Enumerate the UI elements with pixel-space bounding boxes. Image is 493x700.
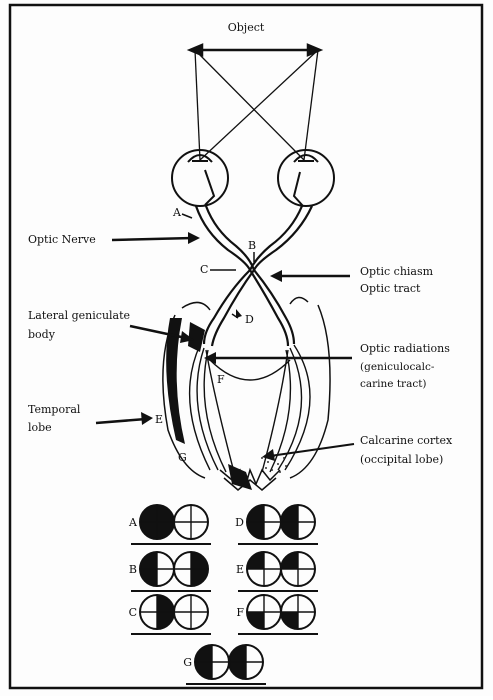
lateral-geniculate-body <box>188 322 205 352</box>
field-defect-letter: C <box>129 606 137 619</box>
optic-radiations-label-2: (geniculocalc- <box>360 361 435 373</box>
object-arrow <box>190 45 320 55</box>
temporal-lobe-arrow <box>96 412 153 425</box>
right-eye <box>278 150 334 206</box>
lesion-letter-f: F <box>217 373 225 386</box>
optic-chiasm-arrow <box>270 270 350 282</box>
lesion-letter-e: E <box>155 413 163 426</box>
field-defect-letter: A <box>128 516 138 529</box>
field-defect-letter: F <box>236 606 244 619</box>
lesion-letter-d: D <box>245 313 254 326</box>
optic-radiations-label-1: Optic radiations <box>360 342 450 355</box>
lateral-geniculate-label-1: Lateral geniculate <box>28 309 130 322</box>
lateral-geniculate-label-2: body <box>28 328 56 341</box>
lateral-geniculate-arrow <box>130 326 194 343</box>
field-defect-b: B <box>129 552 211 591</box>
lesion-letter-c: C <box>200 263 208 276</box>
optic-nerve-label: Optic Nerve <box>28 233 96 246</box>
temporal-lobe-label-2: lobe <box>28 421 52 434</box>
field-defect-letter: E <box>236 563 244 576</box>
field-defect-letter: D <box>235 516 244 529</box>
object-label: Object <box>228 21 265 34</box>
field-defect-e: E <box>236 552 318 591</box>
field-defect-letter: G <box>183 656 192 669</box>
calcarine-label-2: (occipital lobe) <box>360 453 443 466</box>
field-defect-letter: B <box>129 563 137 576</box>
lesion-letter-b: B <box>248 239 256 252</box>
optic-chiasm-label: Optic chiasm <box>360 265 434 278</box>
field-defect-c: C <box>129 595 211 634</box>
lesion-letter-g: G <box>178 451 187 464</box>
optic-nerve-arrow <box>112 232 200 244</box>
visual-field-defects: A B C D E F G <box>128 505 318 684</box>
optic-tract-label: Optic tract <box>360 282 421 295</box>
lesion-letter-a: A <box>172 206 182 219</box>
optic-radiations-label-3: carine tract) <box>360 378 427 390</box>
d-pointer <box>236 309 242 318</box>
light-rays <box>195 50 318 160</box>
field-defect-g: G <box>183 645 266 684</box>
temporal-lobe-label-1: Temporal <box>28 403 81 416</box>
field-defect-d: D <box>235 505 318 544</box>
field-defect-a: A <box>128 505 211 544</box>
field-defect-f: F <box>236 595 318 634</box>
calcarine-label-1: Calcarine cortex <box>360 434 453 447</box>
